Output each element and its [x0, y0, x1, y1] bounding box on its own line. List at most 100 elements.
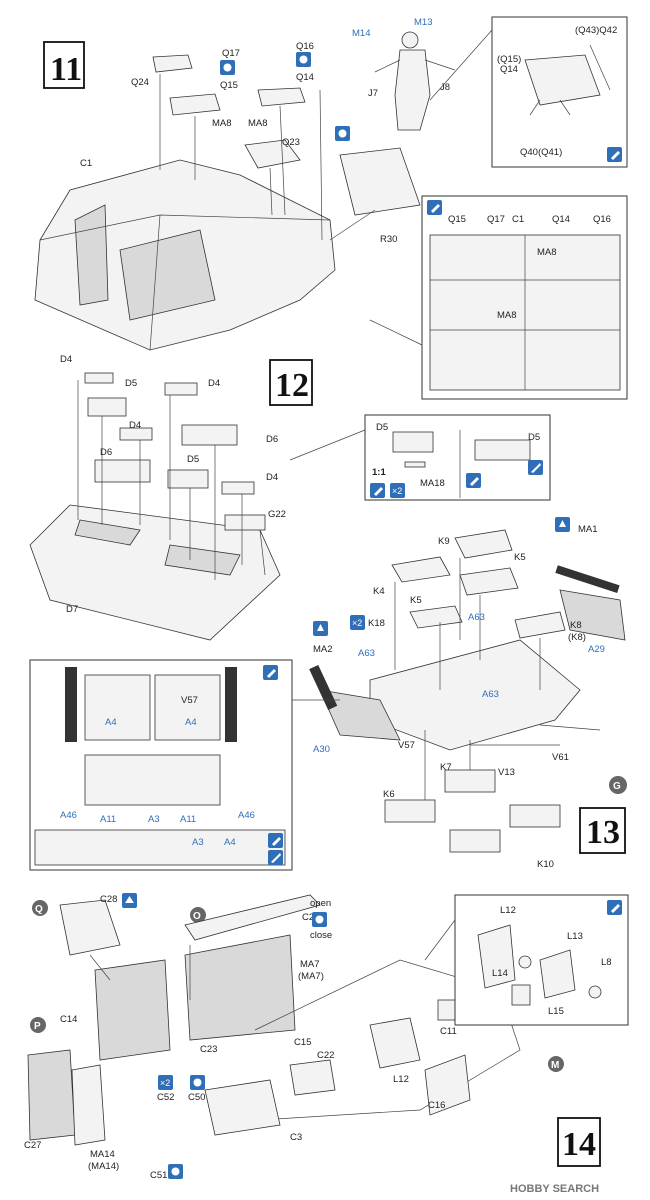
- label-q14: Q14: [296, 72, 314, 83]
- label-q17: Q17: [222, 48, 240, 59]
- part-d6: [94, 459, 151, 483]
- scale-note: 1:1: [372, 467, 386, 478]
- label-c52: C52: [157, 1092, 174, 1103]
- section-p-badge: P: [30, 1017, 46, 1033]
- detail-label-a11b: A11: [180, 814, 196, 825]
- part-d6: [181, 424, 238, 446]
- detail-part-l13: [539, 949, 576, 999]
- decal-icon: [528, 460, 543, 475]
- section-o-badge: O: [190, 907, 206, 923]
- section-q-badge: Q: [32, 900, 48, 916]
- label-d7: D7: [66, 604, 78, 615]
- label-ma7p: (MA7): [298, 971, 324, 982]
- x2-icon: ×2: [158, 1075, 173, 1090]
- detail-label-ma18: MA18: [420, 478, 445, 489]
- detail-label-q42: (Q43)Q42: [575, 25, 617, 36]
- part-d5: [167, 469, 209, 489]
- label-q16: Q16: [296, 41, 314, 52]
- detail-label-l13: L13: [567, 931, 583, 942]
- detail-label-a3b: A3: [192, 837, 204, 848]
- detail-label-a11a: A11: [100, 814, 116, 825]
- svg-text:G: G: [613, 781, 621, 792]
- base-d7-cutout: [74, 519, 141, 546]
- label-k10: K10: [537, 859, 554, 870]
- label-ma14: MA14: [90, 1149, 115, 1160]
- glue-icon: [190, 1075, 205, 1090]
- label-close: close: [310, 930, 332, 941]
- label-c28: C28: [100, 894, 117, 905]
- label-c51: C51: [150, 1170, 167, 1181]
- side-a29: [559, 589, 626, 641]
- detail-label-v57: V57: [181, 695, 198, 706]
- label-c3: C3: [290, 1132, 302, 1143]
- label-c27: C27: [24, 1140, 41, 1151]
- step-13-box: [579, 807, 626, 854]
- detail-part-l15: [511, 984, 531, 1006]
- figure-head: [401, 31, 419, 49]
- detail-label-a4c: A4: [224, 837, 236, 848]
- decal-icon: [268, 850, 283, 865]
- label-g22: G22: [268, 509, 286, 520]
- part-c2: [184, 894, 321, 941]
- svg-text:O: O: [193, 911, 201, 922]
- hull-cargo: [119, 229, 216, 321]
- label-d4-a: D4: [60, 354, 72, 365]
- label-d6-a: D6: [266, 434, 278, 445]
- detail-part-d5: [392, 431, 434, 453]
- detail-window-right: [154, 674, 221, 741]
- label-j7: J7: [368, 88, 378, 99]
- label-l12: L12: [393, 1074, 409, 1085]
- label-q23: Q23: [282, 137, 300, 148]
- lid-k5: [409, 605, 463, 629]
- side-a30: [319, 689, 401, 741]
- detail-label-l8: L8: [601, 957, 612, 968]
- hull-door: [74, 204, 109, 306]
- part-c27: [27, 1049, 76, 1141]
- label-ma2: MA2: [313, 644, 333, 655]
- svg-text:×2: ×2: [160, 1078, 170, 1088]
- label-d6-b: D6: [100, 447, 112, 458]
- label-k6: K6: [383, 789, 395, 800]
- cement-icon: [555, 517, 570, 532]
- label-c11: C11: [440, 1026, 457, 1037]
- svg-text:×2: ×2: [352, 618, 362, 628]
- paint-icon: [370, 483, 385, 498]
- base-d7-cutout: [164, 544, 241, 576]
- detail-label-d5b: D5: [528, 432, 540, 443]
- label-k8p: (K8): [568, 632, 586, 643]
- detail-window-left: [84, 674, 151, 741]
- label-m14: M14: [352, 28, 370, 39]
- mesh-ma2: [309, 664, 338, 710]
- detail-label-q15p: (Q15): [497, 54, 521, 65]
- detail-part-d5-painted: [474, 439, 531, 461]
- detail-label-ma8a: MA8: [537, 247, 557, 258]
- label-c14: C14: [60, 1014, 77, 1025]
- glue-icon: [220, 60, 235, 75]
- label-v13: V13: [498, 767, 515, 778]
- label-d5-a: D5: [125, 378, 137, 389]
- paint-icon: [607, 900, 622, 915]
- hatch-q14: [257, 87, 306, 107]
- part-c28: [59, 899, 121, 956]
- paint-icon: [263, 665, 278, 680]
- section-g-badge: G: [609, 776, 627, 794]
- detail-label-a4a: A4: [105, 717, 117, 728]
- part-d4: [84, 372, 114, 384]
- section-m-badge: M: [548, 1056, 564, 1072]
- step-14-number: 14: [562, 1126, 596, 1163]
- label-a63c: A63: [482, 689, 499, 700]
- label-v57: V57: [398, 740, 415, 751]
- panel-r30: [339, 147, 421, 216]
- svg-text:×2: ×2: [392, 486, 402, 496]
- watermark: HOBBY SEARCH: [510, 1183, 599, 1195]
- label-v61: V61: [552, 752, 569, 763]
- detail-label-q15: Q15: [448, 214, 466, 225]
- label-d4-b: D4: [208, 378, 220, 389]
- detail-label-q16: Q16: [593, 214, 611, 225]
- cement-icon: [313, 621, 328, 636]
- part-c16: [424, 1054, 471, 1116]
- detail-label-l15: L15: [548, 1006, 564, 1017]
- part-c3: [204, 1079, 281, 1136]
- part-c27b: [71, 1064, 106, 1146]
